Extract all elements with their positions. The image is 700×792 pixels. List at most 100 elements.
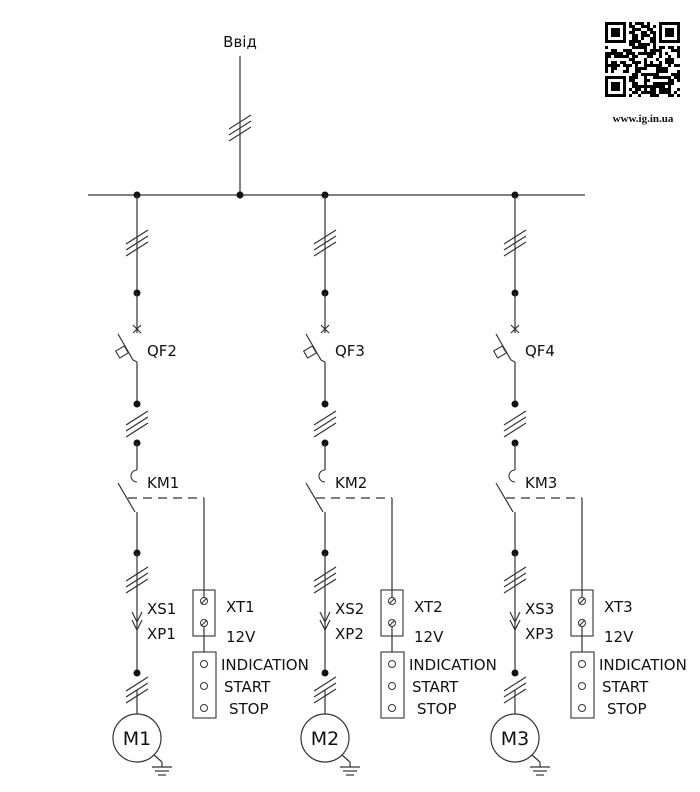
qr-module — [632, 46, 635, 49]
qr-module — [605, 67, 608, 70]
phase-tick — [313, 229, 337, 245]
qr-module — [650, 55, 653, 58]
wire — [319, 619, 326, 631]
qr-module — [638, 94, 641, 97]
contactor-label: KM3 — [525, 474, 557, 492]
website-url: www.ig.in.ua — [613, 113, 674, 125]
socket-label: XS3 — [525, 600, 554, 618]
qr-module — [650, 85, 653, 88]
phase-tick — [503, 410, 527, 426]
connector-icon — [319, 611, 331, 631]
breaker-label: QF4 — [525, 342, 555, 360]
qr-module — [632, 79, 635, 82]
wire — [324, 611, 331, 623]
qr-module — [665, 70, 668, 73]
qr-module — [632, 82, 635, 85]
qr-module — [623, 70, 626, 73]
qr-module — [659, 85, 662, 88]
qr-module — [674, 76, 677, 79]
ground-wire — [531, 754, 541, 763]
qr-module — [638, 43, 641, 46]
qr-module — [635, 88, 638, 91]
control-label-stop: STOP — [607, 700, 647, 718]
ground-wire — [341, 754, 351, 763]
qr-module — [641, 67, 644, 70]
wire — [136, 619, 143, 631]
qr-module — [674, 91, 677, 94]
qr-module — [629, 25, 632, 28]
qr-module — [671, 58, 674, 61]
qr-module — [677, 88, 680, 91]
qr-module — [611, 61, 614, 64]
qr-module — [644, 25, 647, 28]
qr-module — [611, 52, 614, 55]
qr-module — [632, 25, 635, 28]
wire — [132, 359, 138, 363]
qr-module — [677, 46, 680, 49]
screw-slot — [200, 619, 208, 627]
qr-module — [620, 55, 623, 58]
qr-module — [656, 73, 659, 76]
control-label-stop: STOP — [417, 700, 457, 718]
qr-module — [644, 64, 647, 67]
qr-module — [644, 49, 647, 52]
wire — [510, 359, 516, 363]
qr-module — [668, 85, 671, 88]
qr-module — [668, 76, 671, 79]
qr-module — [653, 64, 656, 67]
qr-module — [647, 34, 650, 37]
qr-module — [635, 22, 638, 25]
qr-module — [650, 28, 653, 31]
qr-module — [638, 85, 641, 88]
qr-module — [653, 49, 656, 52]
qr-module — [626, 49, 629, 52]
qr-module — [665, 58, 668, 61]
phase-tick — [313, 422, 337, 438]
control-label-indication: INDICATION — [409, 656, 497, 674]
motor-icon — [112, 713, 162, 763]
three-phase-mark — [503, 566, 527, 594]
plug-label: XP3 — [525, 625, 554, 643]
control-contact-icon — [200, 660, 208, 668]
qr-module — [623, 49, 626, 52]
qr-module — [644, 46, 647, 49]
phase-tick — [313, 241, 337, 257]
qr-module — [650, 61, 653, 64]
qr-module — [644, 43, 647, 46]
wire — [509, 611, 516, 623]
qr-module — [650, 73, 653, 76]
contactor-coil-arc — [318, 469, 326, 483]
qr-module — [629, 40, 632, 43]
qr-module — [671, 73, 674, 76]
qr-module — [611, 64, 614, 67]
qr-module — [617, 55, 620, 58]
qr-module — [659, 61, 662, 64]
wire — [131, 619, 138, 631]
socket-label: XS2 — [335, 600, 364, 618]
qr-module — [644, 73, 647, 76]
qr-module — [635, 85, 638, 88]
control-contact-icon — [388, 704, 396, 712]
qr-module — [677, 79, 680, 82]
phase-tick — [125, 422, 149, 438]
qr-module — [659, 46, 662, 49]
qr-module — [668, 91, 671, 94]
qr-module — [653, 34, 656, 37]
qr-module — [617, 52, 620, 55]
motor-icon — [490, 713, 540, 763]
qr-module — [629, 52, 632, 55]
qr-module — [647, 22, 650, 25]
qr-module — [647, 91, 650, 94]
phase-tick — [125, 235, 149, 251]
qr-module — [653, 46, 656, 49]
qr-module — [650, 37, 653, 40]
qr-module — [656, 94, 659, 97]
phase-tick — [125, 578, 149, 594]
qr-module — [635, 37, 638, 40]
qr-module — [662, 91, 665, 94]
contactor-coil-arc — [508, 469, 516, 483]
qr-module — [635, 61, 638, 64]
phase-tick — [125, 241, 149, 257]
